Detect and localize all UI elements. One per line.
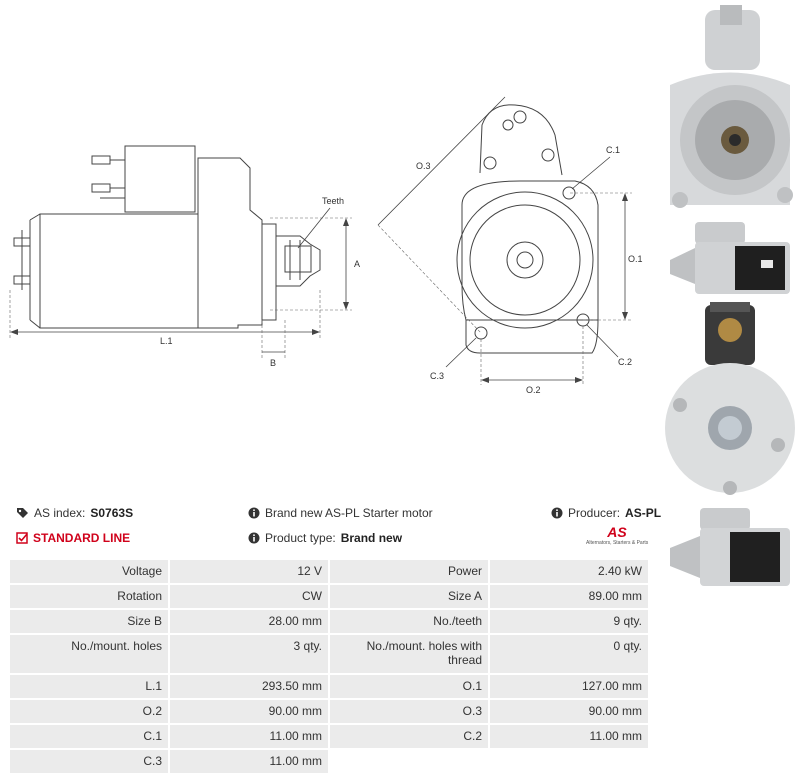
spec-label: Size A	[330, 585, 488, 608]
spec-value: 89.00 mm	[490, 585, 648, 608]
checkbox-check-icon	[16, 532, 28, 544]
spec-value: 127.00 mm	[490, 675, 648, 698]
as-index-row: AS index: S0763S	[16, 506, 133, 520]
spec-value: 90.00 mm	[490, 700, 648, 723]
spec-value: 11.00 mm	[170, 750, 328, 773]
logo-mark: AS	[607, 524, 627, 540]
dim-l1-label: L.1	[160, 336, 173, 346]
spec-label: O.2	[10, 700, 168, 723]
dim-a-label: A	[354, 259, 360, 269]
spec-label: C.1	[10, 725, 168, 748]
spec-value: 28.00 mm	[170, 610, 328, 633]
pinion-outline	[275, 235, 321, 287]
spec-label: Power	[330, 560, 488, 583]
mount-hole-c1	[562, 186, 576, 200]
spec-label: No./mount. holes with thread	[330, 635, 488, 673]
dim-c3-label: C.3	[430, 371, 444, 381]
spec-value: 9 qty.	[490, 610, 648, 633]
spec-value: 12 V	[170, 560, 328, 583]
dim-o1-label: O.1	[628, 254, 643, 264]
info-icon	[248, 507, 260, 519]
front-view-drawing: O.3 C.1 O.1 C.2 C.3 O.2	[377, 96, 643, 395]
as-pl-logo: AS Alternators, Starters & Parts	[586, 524, 648, 554]
side-view-drawing: Teeth A L.1 B	[9, 145, 360, 368]
producer-label: Producer:	[568, 506, 621, 520]
spec-label: Size B	[10, 610, 168, 633]
photo-angled-view	[670, 508, 790, 586]
solenoid-outline	[124, 145, 196, 213]
outer-ring	[456, 191, 594, 329]
as-index-label: AS index:	[34, 506, 86, 520]
logo-tagline: Alternators, Starters & Parts	[586, 540, 649, 546]
product-type-label: Product type:	[265, 531, 336, 545]
spec-value: 293.50 mm	[170, 675, 328, 698]
spec-value: 3 qty.	[170, 635, 328, 673]
tag-icon	[17, 508, 28, 518]
spec-value: 11.00 mm	[170, 725, 328, 748]
product-description: Brand new AS-PL Starter motor	[265, 506, 433, 520]
flange-outline	[461, 180, 599, 321]
spec-label: No./mount. holes	[10, 635, 168, 673]
as-index-value: S0763S	[90, 506, 134, 520]
spec-value	[490, 750, 648, 773]
photo-front-view	[670, 5, 793, 208]
top-ear-outline	[479, 104, 563, 176]
spec-label: C.3	[10, 750, 168, 773]
hub-circle	[506, 241, 544, 279]
spec-label: O.1	[330, 675, 488, 698]
spec-label: L.1	[10, 675, 168, 698]
dim-o3-label: O.3	[416, 161, 431, 171]
dim-c2-label: C.2	[618, 357, 632, 367]
drive-housing-outline	[197, 157, 263, 329]
spec-label: C.2	[330, 725, 488, 748]
spec-value: 2.40 kW	[490, 560, 648, 583]
standard-line-label: STANDARD LINE	[33, 531, 131, 545]
product-type-row: Product type: Brand new	[248, 531, 402, 545]
photo-rear-view	[665, 302, 795, 495]
spec-value: CW	[170, 585, 328, 608]
photo-side-view	[670, 222, 790, 294]
spec-label: Rotation	[10, 585, 168, 608]
spec-value: 90.00 mm	[170, 700, 328, 723]
info-icon	[248, 532, 260, 544]
dim-o2-label: O.2	[526, 385, 541, 395]
standard-line-row: STANDARD LINE	[16, 531, 130, 545]
motor-body-outline	[39, 213, 199, 329]
product-type-value: Brand new	[340, 531, 403, 545]
spec-label	[330, 750, 488, 773]
spec-value: 11.00 mm	[490, 725, 648, 748]
teeth-label: Teeth	[322, 196, 344, 206]
producer-value: AS-PL	[625, 506, 662, 520]
producer-row: Producer: AS-PL	[551, 506, 661, 520]
spec-label: Voltage	[10, 560, 168, 583]
dim-b-label: B	[270, 358, 276, 368]
spec-label: No./teeth	[330, 610, 488, 633]
spec-label: O.3	[330, 700, 488, 723]
info-icon	[551, 507, 563, 519]
spec-value: 0 qty.	[490, 635, 648, 673]
description-row: Brand new AS-PL Starter motor	[248, 506, 433, 520]
dim-c1-label: C.1	[606, 145, 620, 155]
